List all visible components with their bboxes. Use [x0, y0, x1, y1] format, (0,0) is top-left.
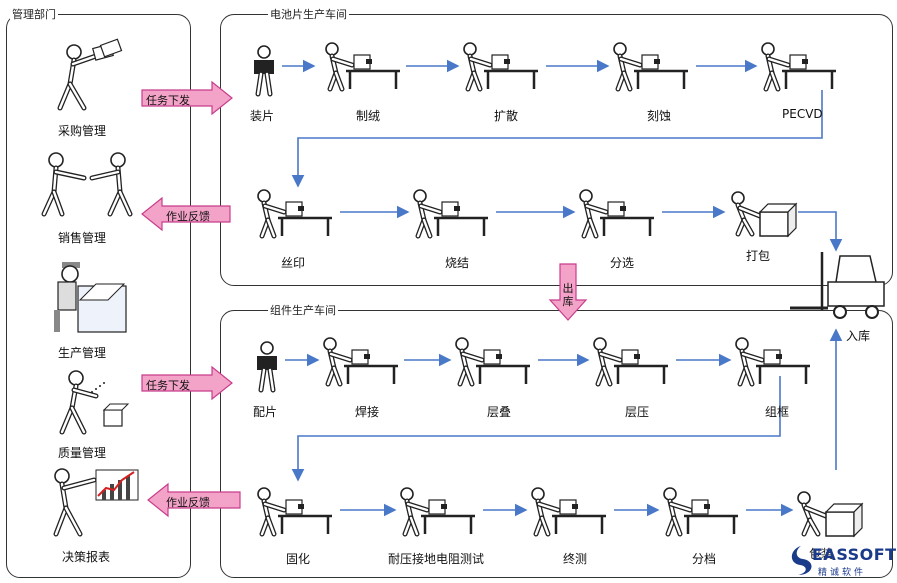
cell-workshop-title: 电池片生产车间: [268, 6, 349, 22]
worker-diffusion-figure: [463, 42, 538, 92]
feedback-top-label: 作业反馈: [166, 210, 210, 223]
step-label-printing: 丝印: [281, 256, 306, 270]
worker-printing-figure: [257, 189, 332, 239]
step-label-framing: 组框: [765, 405, 790, 419]
step-label-sorting: 分选: [610, 256, 635, 270]
worker-lamination-figure: [593, 337, 668, 387]
step-label-packaging: 包装: [809, 547, 834, 561]
step-label-final-test: 终测: [563, 552, 588, 566]
step-label-loading: 装片: [250, 109, 275, 123]
step-label-grading: 分档: [692, 552, 717, 566]
worker-final-test-figure: [531, 487, 606, 537]
step-label-layup: 层叠: [487, 405, 512, 419]
task-issue-top-label: 任务下发: [146, 94, 190, 107]
worker-grading-figure: [663, 487, 738, 537]
eassoft-logo: EASSOFT 精诚软件: [786, 543, 896, 581]
step-label-packing: 打包: [746, 249, 771, 263]
logo-subtext: 精诚软件: [818, 568, 867, 578]
feedback-top-arrow: [141, 196, 231, 232]
mgmt-label-production: 生产管理: [58, 346, 107, 360]
module-workshop-title: 组件生产车间: [268, 302, 338, 318]
task-issue-bottom-arrow: [141, 365, 233, 401]
worker-framing-figure: [735, 337, 810, 387]
outbound-label: 出库: [562, 282, 574, 308]
step-label-firing: 烧结: [445, 256, 470, 270]
worker-texturing-figure: [325, 42, 400, 92]
worker-welding-figure: [323, 337, 398, 387]
step-label-matching: 配片: [253, 405, 278, 419]
logo-text: EASSOFT: [812, 545, 897, 564]
feedback-bottom-arrow: [147, 482, 241, 518]
forklift-icon: [790, 252, 885, 319]
worker-firing-figure: [413, 189, 488, 239]
step-label-hipot-test: 耐压接地电阻测试: [388, 552, 485, 566]
handshake-icon: [41, 152, 133, 217]
worker-pecvd-figure: [761, 42, 836, 92]
step-label-curing: 固化: [286, 552, 311, 566]
feedback-bottom-label: 作业反馈: [166, 496, 210, 509]
mgmt-label-purchasing: 采购管理: [58, 124, 107, 138]
step-label-diffusion: 扩散: [494, 109, 519, 123]
mgmt-label-quality: 质量管理: [58, 446, 107, 460]
outbound-arrow: [548, 263, 588, 321]
report-chart-icon: [53, 468, 139, 537]
step-label-texturing: 制绒: [356, 109, 381, 123]
worker-packaging-figure: [797, 491, 864, 538]
mgmt-label-sales: 销售管理: [58, 231, 107, 245]
worker-hipot-figure: [400, 487, 475, 537]
management-panel-title: 管理部门: [10, 6, 58, 22]
desk-worker-icon: [54, 262, 127, 333]
mgmt-label-reports: 决策报表: [62, 550, 111, 564]
step-label-welding: 焊接: [355, 405, 380, 419]
worker-matching-figure: [257, 341, 277, 393]
inspection-worker-icon: [59, 370, 130, 435]
step-label-lamination: 层压: [625, 405, 650, 419]
task-issue-bottom-label: 任务下发: [146, 379, 190, 392]
purchasing-worker-icon: [57, 38, 123, 111]
step-label-pecvd: PECVD: [782, 107, 823, 121]
worker-packing-figure: [731, 191, 798, 238]
step-label-etching: 刻蚀: [647, 109, 672, 123]
inbound-label: 入库: [846, 329, 871, 343]
task-issue-top-arrow: [141, 80, 233, 116]
worker-curing-figure: [257, 487, 332, 537]
worker-etching-figure: [613, 42, 688, 92]
eassoft-swoosh-icon: [791, 546, 812, 575]
worker-sorting-figure: [579, 189, 654, 239]
worker-layup-figure: [455, 337, 530, 387]
worker-loading-figure: [254, 45, 274, 97]
